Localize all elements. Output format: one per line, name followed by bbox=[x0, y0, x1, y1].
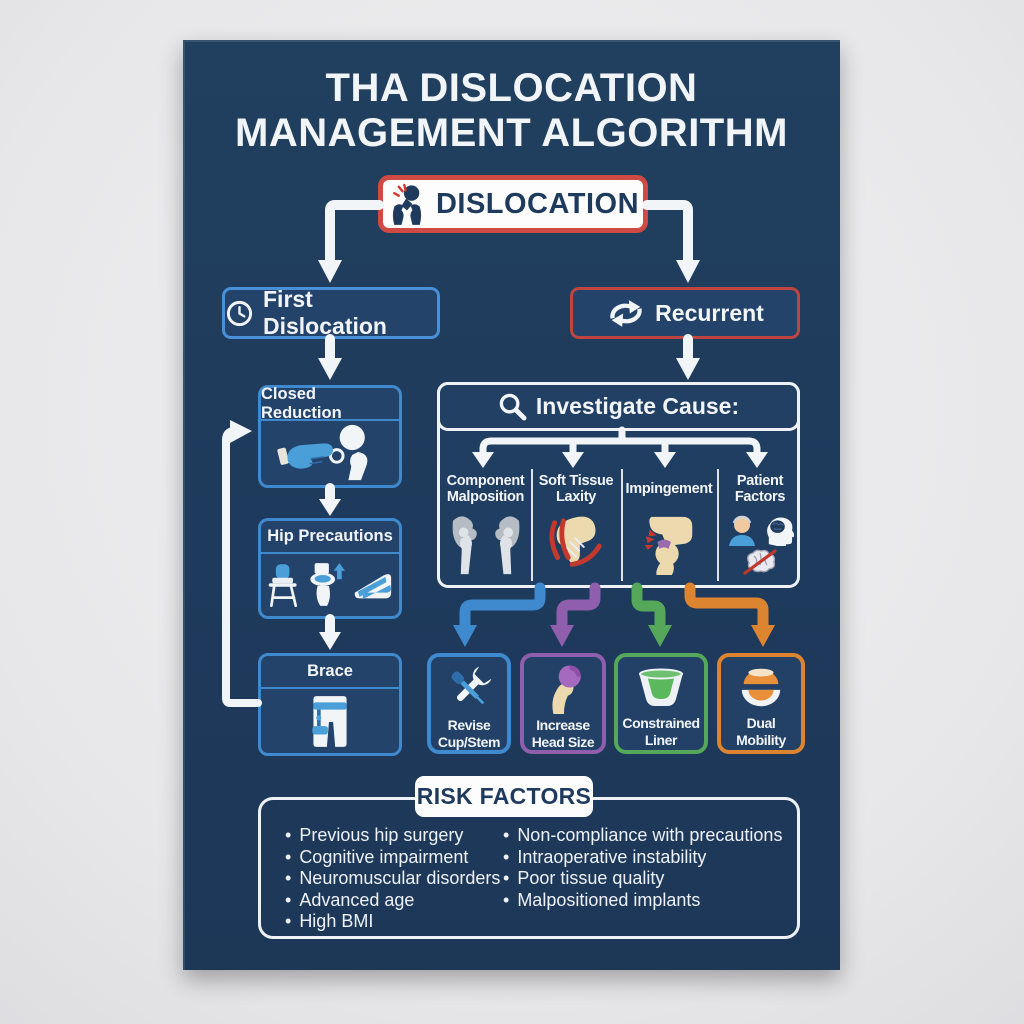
patient-factors-icons bbox=[717, 509, 803, 581]
closed-reduction-label: Closed Reduction bbox=[261, 385, 399, 422]
elderly-patient-icon bbox=[727, 515, 757, 546]
arrowhead bbox=[751, 625, 775, 647]
cause-label-component-malposition: Component Malposition bbox=[446, 472, 525, 505]
arrowhead-feedback bbox=[230, 420, 252, 443]
risk-item: Neuromuscular disorders bbox=[285, 868, 515, 890]
arrowhead bbox=[676, 260, 700, 283]
treatment-label: Revise Cup/Stem bbox=[437, 717, 501, 750]
risk-item: Previous hip surgery bbox=[285, 825, 515, 847]
soft-tissue-hip-icon bbox=[531, 509, 621, 581]
cause-columns: Component Malposition Soft Tissue Laxity… bbox=[440, 385, 797, 585]
risk-item: Intraoperative instability bbox=[503, 847, 789, 869]
risk-factors-list-left: Previous hip surgery Cognitive impairmen… bbox=[285, 825, 515, 933]
risk-factors-panel: Previous hip surgery Cognitive impairmen… bbox=[258, 797, 800, 939]
arrowhead bbox=[319, 632, 341, 650]
arrowhead bbox=[319, 499, 341, 516]
title-line-1: THA DISLOCATION bbox=[325, 66, 698, 110]
connector-left-branch bbox=[325, 200, 384, 267]
wrench-screwdriver-icon bbox=[444, 664, 494, 714]
brace-label: Brace bbox=[261, 656, 399, 689]
cause-label-impingement: Impingement bbox=[625, 480, 713, 497]
treatment-label: Increase Head Size bbox=[531, 717, 595, 750]
arrowhead bbox=[318, 358, 342, 380]
hip-abduction-brace-icon bbox=[307, 692, 353, 750]
connector-to-revise bbox=[459, 582, 546, 633]
arrowhead bbox=[676, 358, 700, 380]
risk-item: Malpositioned implants bbox=[503, 890, 789, 912]
treatment-increase-head-size: Increase Head Size bbox=[520, 653, 606, 754]
closed-reduction-node: Closed Reduction bbox=[258, 385, 402, 488]
hip-dislocation-icon bbox=[387, 182, 427, 226]
risk-item: High BMI bbox=[285, 911, 515, 933]
constrained-liner-cup-icon bbox=[634, 664, 688, 712]
treatment-label: Constrained Liner bbox=[622, 715, 700, 748]
connector-to-dual-mobility bbox=[684, 582, 769, 633]
dual-mobility-cup-icon bbox=[736, 664, 786, 712]
column-divider bbox=[621, 469, 623, 581]
risk-factors-list-right: Non-compliance with precautions Intraope… bbox=[503, 825, 789, 911]
dislocation-label: DISLOCATION bbox=[435, 187, 640, 220]
risk-factors-header: RISK FACTORS bbox=[415, 776, 593, 817]
wedge-pillow-icon bbox=[352, 568, 394, 602]
dislocation-node: DISLOCATION bbox=[378, 175, 648, 233]
poster: THA DISLOCATION MANAGEMENT ALGORITHM bbox=[183, 40, 840, 970]
head-brain-icon bbox=[763, 515, 794, 546]
connector-to-head-size bbox=[556, 582, 601, 633]
raised-toilet-seat-icon bbox=[308, 561, 346, 609]
cause-label-soft-tissue-laxity: Soft Tissue Laxity bbox=[538, 472, 614, 505]
raised-chair-icon bbox=[266, 561, 302, 609]
hip-precautions-node: Hip Precautions bbox=[258, 518, 402, 619]
brace-node: Brace bbox=[258, 653, 402, 756]
connector-right-branch bbox=[642, 200, 693, 267]
risk-item: Poor tissue quality bbox=[503, 868, 789, 890]
column-divider bbox=[531, 469, 533, 581]
arrowhead bbox=[318, 260, 342, 283]
page-title: THA DISLOCATION MANAGEMENT ALGORITHM bbox=[183, 66, 840, 156]
risk-item: Advanced age bbox=[285, 890, 515, 912]
hip-xray-icon bbox=[440, 509, 531, 581]
femoral-head-implant-icon bbox=[541, 664, 585, 714]
magnifier-icon bbox=[498, 392, 527, 421]
treatment-dual-mobility: Dual Mobility bbox=[717, 653, 805, 754]
risk-item: Cognitive impairment bbox=[285, 847, 515, 869]
recurrent-node: Recurrent bbox=[570, 287, 800, 339]
investigate-cause-label: Investigate Cause: bbox=[535, 393, 740, 419]
risk-item: Non-compliance with precautions bbox=[503, 825, 789, 847]
connector-to-constrained bbox=[631, 582, 666, 633]
cause-label-patient-factors: Patient Factors bbox=[734, 472, 786, 505]
investigate-cause-header: Investigate Cause: bbox=[437, 382, 800, 431]
treatment-revise-cup-stem: Revise Cup/Stem bbox=[427, 653, 511, 754]
recurrence-cycle-icon bbox=[606, 299, 646, 328]
investigate-cause-node: Investigate Cause: Component Malposition… bbox=[437, 382, 800, 588]
first-dislocation-node: First Dislocation bbox=[222, 286, 440, 339]
hip-precautions-label: Hip Precautions bbox=[261, 521, 399, 554]
treatment-constrained-liner: Constrained Liner bbox=[614, 653, 708, 754]
first-dislocation-label: First Dislocation bbox=[263, 286, 387, 339]
column-divider bbox=[717, 469, 719, 581]
impingement-hip-icon bbox=[621, 509, 717, 581]
impaired-brain-icon bbox=[742, 548, 778, 575]
treatment-label: Dual Mobility bbox=[736, 715, 786, 748]
clock-icon bbox=[225, 299, 254, 328]
arrowhead bbox=[453, 625, 477, 647]
risk-factors-title: RISK FACTORS bbox=[416, 783, 592, 809]
arrowhead bbox=[648, 625, 672, 647]
arrowhead bbox=[550, 625, 574, 647]
connector-brace-feedback-loop bbox=[222, 427, 262, 707]
title-line-2: MANAGEMENT ALGORITHM bbox=[235, 111, 788, 155]
recurrent-label: Recurrent bbox=[655, 299, 764, 326]
closed-reduction-hand-icon bbox=[275, 423, 385, 483]
